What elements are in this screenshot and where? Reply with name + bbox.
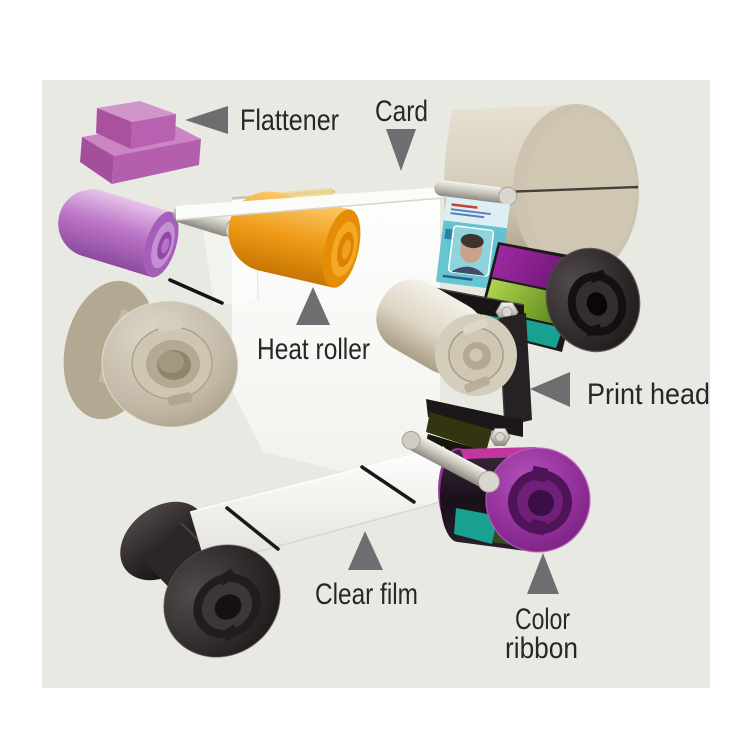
ribbon-supply-roll <box>476 242 641 353</box>
id-card <box>436 196 510 290</box>
heat-roller-label: Heat roller <box>257 333 370 366</box>
color-ribbon-label-line2: ribbon <box>505 632 578 665</box>
print-head-bolt-bottom <box>489 428 511 446</box>
film-panel-mark-1 <box>225 506 280 551</box>
card-strip <box>175 186 457 221</box>
card-arrow <box>386 129 416 171</box>
guide-pin-bottom <box>401 430 500 493</box>
ribbon-segment-olive <box>426 412 492 452</box>
flattener-arrow <box>185 106 228 134</box>
flattener-label: Flattener <box>240 104 339 137</box>
clear-film-arrow <box>348 531 383 570</box>
clear-film-label: Clear film <box>315 578 418 611</box>
ribbon-band-teal-bottom <box>454 508 498 544</box>
platen-roller <box>376 279 517 396</box>
film-panel-mark-2 <box>360 465 416 504</box>
heat-roller-arrow <box>296 287 330 325</box>
film-supply-spool <box>63 280 239 428</box>
film-takeup-spool <box>163 544 281 658</box>
purple-roller <box>58 189 179 278</box>
color-ribbon-arrow <box>527 553 559 594</box>
guide-pin-right <box>434 180 518 206</box>
heat-roller <box>228 191 361 288</box>
print-head-bottom-bracket <box>426 399 523 437</box>
card-label: Card <box>375 95 428 128</box>
print-head-label: Print head <box>587 378 710 411</box>
film-edge-mark <box>168 278 224 305</box>
color-ribbon-label-line1: Color <box>515 603 570 636</box>
flattener-block <box>80 101 201 184</box>
print-head-arrow <box>530 372 570 407</box>
